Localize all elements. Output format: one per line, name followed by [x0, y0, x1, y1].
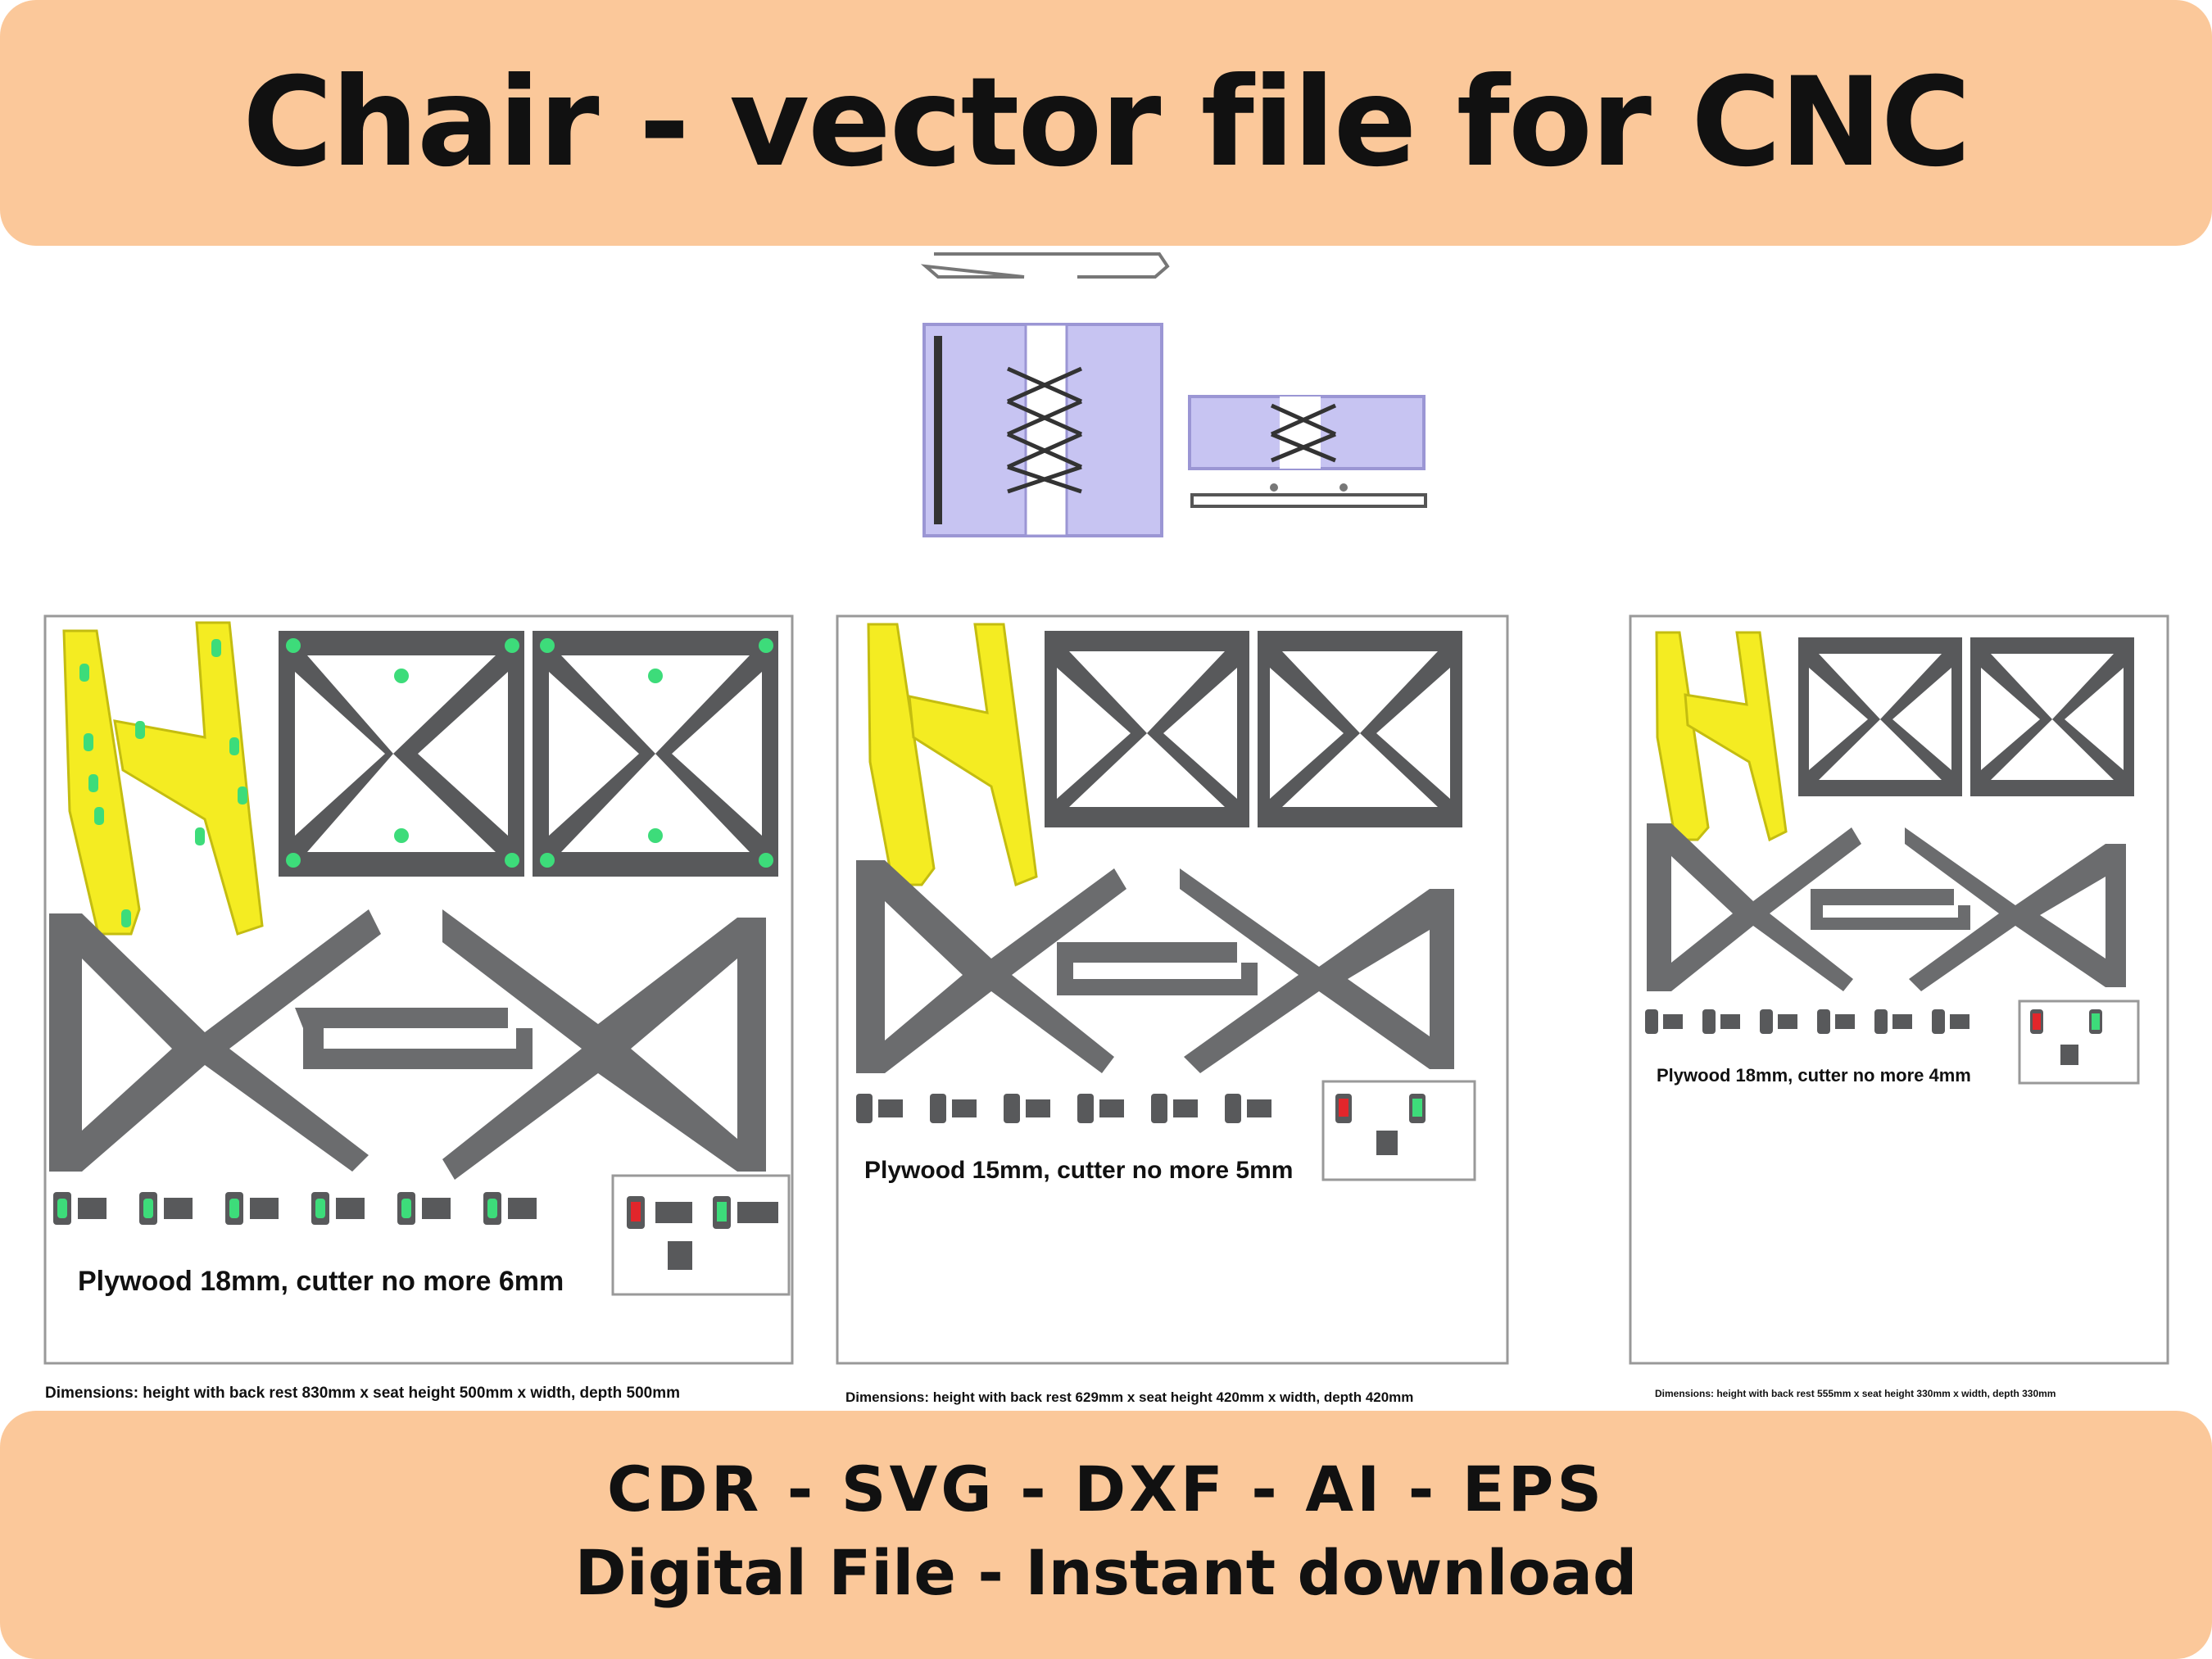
bottom-banner [0, 1411, 2212, 1659]
joint-row-1 [53, 1192, 537, 1225]
sheet-2-parts [856, 623, 1476, 1181]
seat-gap [1024, 323, 1068, 537]
page-title: Chair - vector file for CNC [243, 52, 1971, 194]
sheet-1-parts [49, 621, 791, 1296]
download-tagline: Digital File - Instant download [574, 1536, 1638, 1609]
backrest-outline [920, 252, 1170, 279]
assembled-preview [920, 252, 1427, 537]
sheet-2-material-label: Plywood 15mm, cutter no more 5mm [864, 1157, 1294, 1184]
seat-lacing [1006, 366, 1083, 494]
file-formats: CDR - SVG - DXF - AI - EPS [606, 1453, 1606, 1525]
sheet-1-material-label: Plywood 18mm, cutter no more 6mm [78, 1266, 564, 1297]
sheet-2-dimensions: Dimensions: height with back rest 629mm … [845, 1389, 1414, 1405]
back-slat [1190, 493, 1427, 508]
seat-edge [934, 336, 942, 524]
cnc-layout-drawing [43, 252, 2169, 1365]
sheet-3-dimensions: Dimensions: height with back rest 555mm … [1655, 1388, 2056, 1399]
sheet-3-material-label: Plywood 18mm, cutter no more 4mm [1657, 1065, 1971, 1086]
top-banner [0, 0, 2212, 246]
sheet-3-parts [1645, 631, 2140, 1085]
sheet-1-dimensions: Dimensions: height with back rest 830mm … [45, 1385, 680, 1402]
